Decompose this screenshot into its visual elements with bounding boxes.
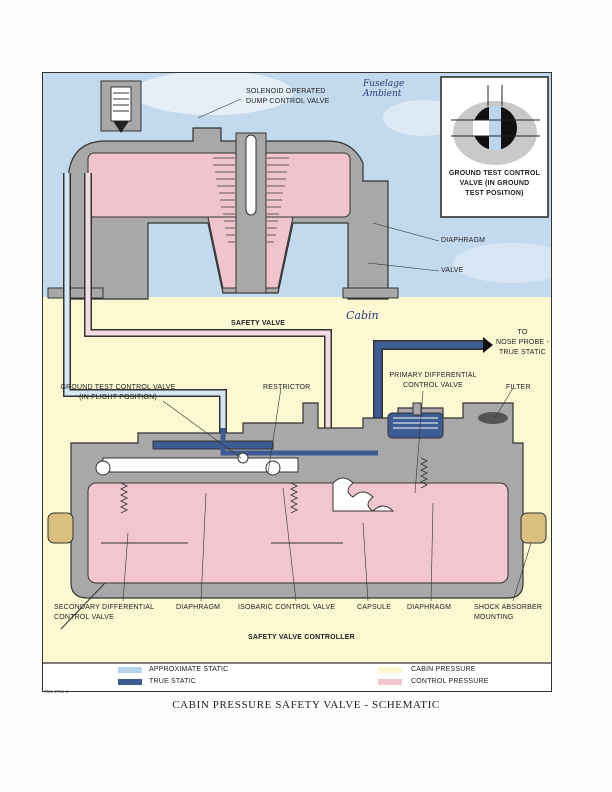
cabin-pressure-swatch [378, 667, 402, 673]
control-pressure-swatch [378, 679, 402, 685]
nose-label-line3: TRUE STATIC [498, 349, 547, 356]
solenoid-label: SOLENOID OPERATED DUMP CONTROL VALVE [246, 87, 329, 107]
shock-absorber-label: SHOCK ABSORBER MOUNTING [474, 603, 542, 623]
handwritten-cabin: Cabin [346, 309, 379, 322]
diaphragm-right-label: DIAPHRAGM [407, 604, 452, 611]
handwritten-fuselage-line2: Ambient [363, 89, 402, 99]
nose-label-line1: TO [517, 329, 528, 336]
figure-number: 7M1-2715-1 [44, 689, 69, 694]
solenoid-label-line1: SOLENOID OPERATED [246, 88, 326, 95]
valve-label: VALVE [441, 267, 464, 274]
solenoid-label-line2: DUMP CONTROL VALVE [246, 98, 330, 105]
true-static-swatch [118, 679, 142, 685]
schematic-drawing [43, 73, 551, 691]
cloud [453, 243, 551, 283]
gtcv-label-line2: (IN FLIGHT POSITION) [79, 394, 157, 401]
isobaric-label: ISOBARIC CONTROL VALVE [238, 604, 336, 611]
capsule-label: CAPSULE [357, 604, 392, 611]
safety-valve-title: SAFETY VALVE [231, 320, 286, 327]
shock-label-line1: SHOCK ABSORBER [474, 604, 543, 611]
diaphragm-left-label: DIAPHRAGM [176, 604, 221, 611]
nose-probe-label: TO NOSE PROBE - TRUE STATIC [495, 328, 550, 358]
figure-caption: CABIN PRESSURE SAFETY VALVE - SCHEMATIC [172, 699, 440, 711]
leader-lines [122, 98, 532, 602]
arrow-icon [483, 337, 493, 353]
nose-label-line2: NOSE PROBE - [496, 339, 549, 346]
approx-static-swatch [118, 667, 142, 673]
legend-cabin-pressure: CABIN PRESSURE [411, 666, 476, 673]
gtcv-label-line1: GROUND TEST CONTROL VALVE [60, 384, 176, 391]
secondary-label-line2: CONTROL VALVE [54, 614, 115, 621]
legend-control-pressure: CONTROL PRESSURE [411, 678, 489, 685]
safety-valve [47, 80, 399, 300]
secondary-diff-label: SECONDARY DIFFERENTIAL CONTROL VALVE [54, 603, 154, 623]
ground-test-valve-inset [440, 76, 549, 218]
secondary-label-line1: SECONDARY DIFFERENTIAL [54, 604, 155, 611]
diagram-frame: SOLENOID OPERATED DUMP CONTROL VALVE Fuse… [42, 72, 552, 692]
restrictor-label: RESTRICTOR [263, 384, 311, 391]
inset-label-line1: GROUND TEST CONTROL [448, 170, 541, 177]
safety-valve-controller [47, 402, 547, 630]
pdcv-label-line2: CONTROL VALVE [402, 382, 464, 389]
legend-true-static: TRUE STATIC [149, 678, 197, 685]
controller-title: SAFETY VALVE CONTROLLER [248, 634, 355, 641]
cloud [133, 73, 293, 115]
diaphragm-top-label: DIAPHRAGM [441, 237, 486, 244]
inset-label-line3: TEST POSITION) [465, 190, 524, 197]
inset-label: GROUND TEST CONTROL VALVE (IN GROUND TEST … [441, 169, 548, 199]
inset-label-line2: VALVE (IN GROUND [459, 180, 530, 187]
pdcv-label-line1: PRIMARY DIFFERENTIAL [389, 372, 477, 379]
filter-label: FILTER [506, 384, 531, 391]
pdcv-label: PRIMARY DIFFERENTIAL CONTROL VALVE [388, 371, 478, 391]
gtcv-flight-label: GROUND TEST CONTROL VALVE (IN FLIGHT POSI… [53, 383, 183, 403]
legend-approx-static: APPROXIMATE STATIC [149, 666, 229, 673]
handwritten-fuselage-line1: Fuselage [363, 79, 405, 89]
shock-label-line2: MOUNTING [474, 614, 514, 621]
